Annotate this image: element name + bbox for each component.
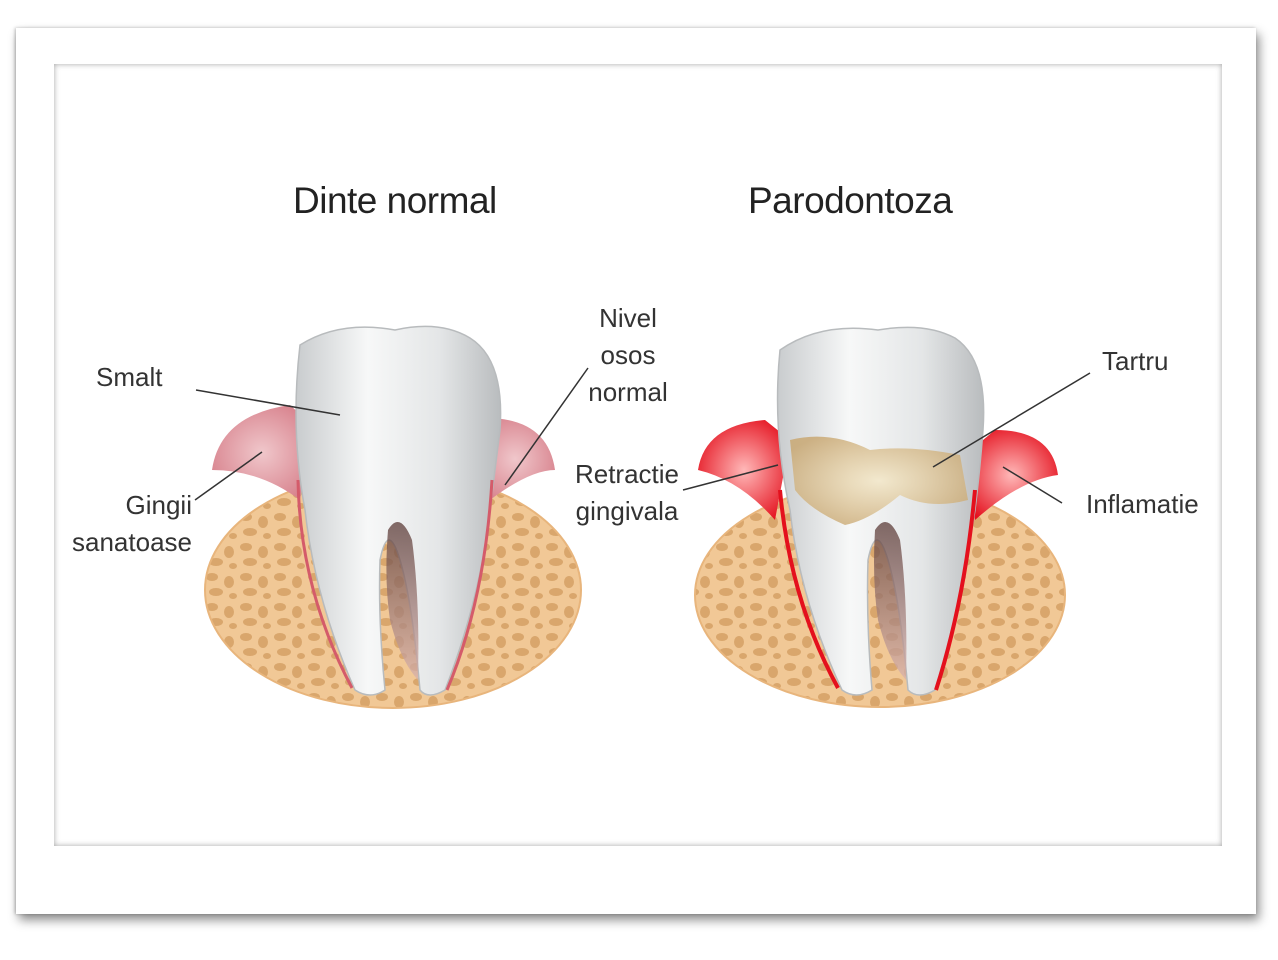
label-inflammation: Inflamatie (1086, 489, 1199, 519)
label-bone-level-line2: osos (600, 340, 656, 370)
healthy-gum-lining-left (296, 479, 354, 689)
leader-tartru (932, 372, 1091, 468)
healthy-root-gap (386, 522, 419, 680)
disease-gum-left (698, 420, 790, 520)
tartar-deposit (790, 436, 968, 525)
leader-lines (194, 367, 1091, 504)
leader-gingii (194, 451, 263, 501)
disease-tooth-group (694, 326, 1066, 708)
healthy-gum-lining-right (445, 479, 494, 691)
disease-gum-right (965, 430, 1058, 520)
leader-nivel (504, 367, 589, 486)
disease-title: Parodontoza (748, 180, 953, 221)
leader-smalt (195, 389, 341, 416)
healthy-tooth-group (204, 325, 582, 709)
label-healthy-gums-line1: Gingii (125, 490, 192, 520)
disease-root-gap (874, 522, 907, 680)
label-recession-line2: gingivala (575, 496, 679, 526)
label-bone-level-line3: normal (588, 377, 668, 407)
label-healthy-gums-line2: sanatoase (72, 527, 192, 557)
label-bone-level: Nivel osos normal (578, 300, 678, 411)
healthy-title: Dinte normal (293, 180, 497, 221)
label-healthy-gums: Gingii sanatoase (66, 487, 192, 561)
label-recession: Retractie gingivala (568, 456, 686, 530)
inflamed-lining-right (934, 489, 977, 691)
label-recession-line1: Retractie (574, 459, 680, 489)
label-tartar: Tartru (1102, 346, 1169, 376)
leader-retractie (682, 464, 779, 491)
inflamed-lining-left (778, 489, 840, 689)
leader-inflamatie (1002, 466, 1063, 504)
label-smalt: Smalt (96, 362, 163, 392)
label-bone-level-line1: Nivel (599, 303, 657, 333)
